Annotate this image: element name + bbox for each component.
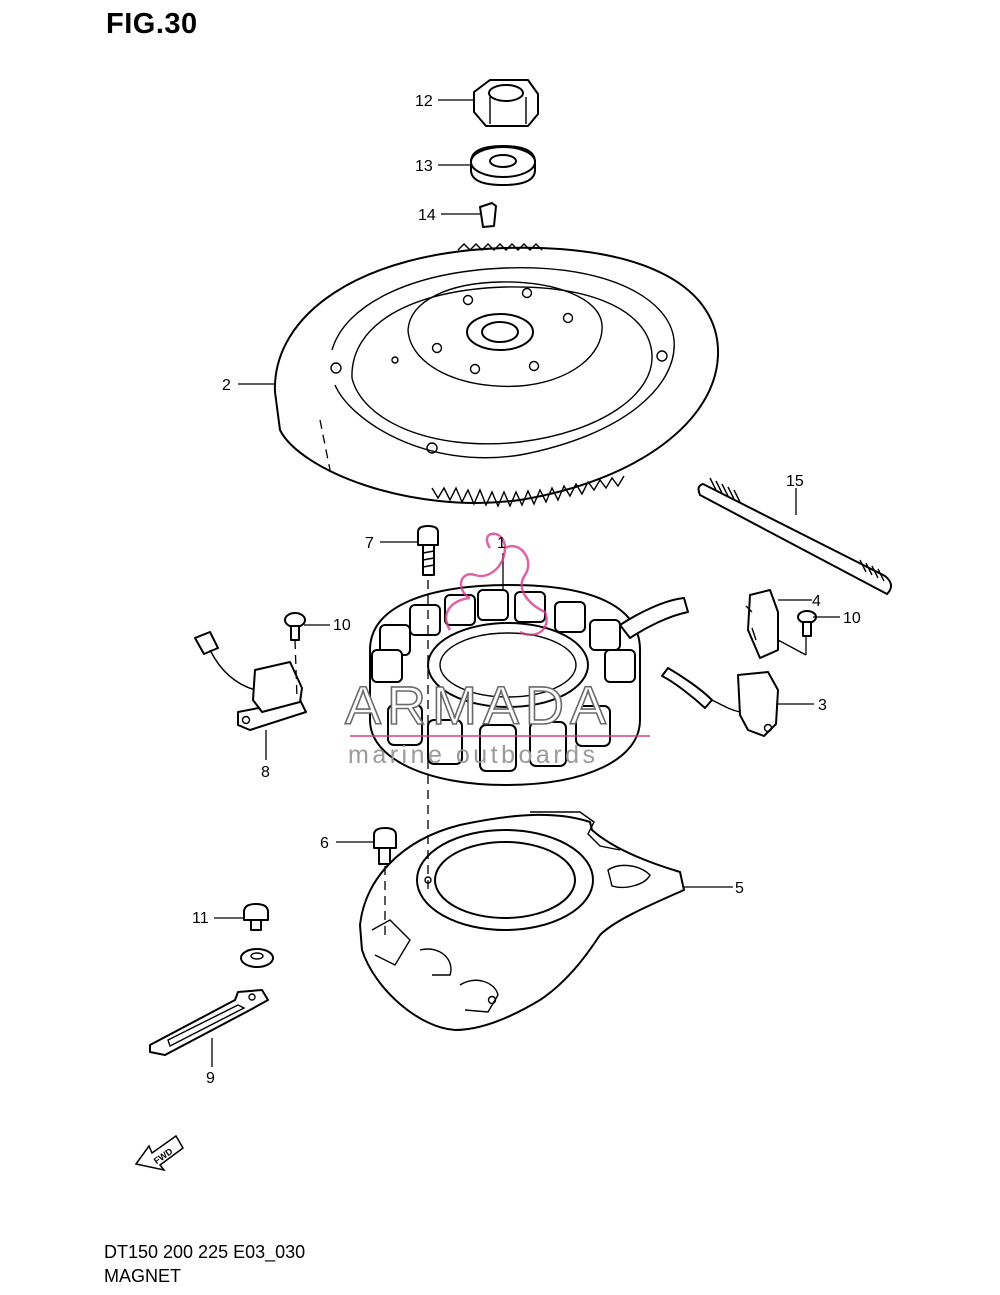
leader-lines xyxy=(211,99,840,1067)
part-washer-small xyxy=(240,948,274,968)
part-9-ground-strap xyxy=(149,989,269,1056)
label-13: 13 xyxy=(415,158,433,175)
part-3-pulser-coil xyxy=(661,667,779,737)
figure-title: FIG.30 xyxy=(106,8,198,40)
label-6: 6 xyxy=(320,835,329,852)
label-1: 1 xyxy=(497,535,506,552)
part-8-sensor xyxy=(194,631,307,731)
part-12-nut xyxy=(473,79,539,127)
label-7: 7 xyxy=(365,535,374,552)
label-8: 8 xyxy=(261,764,270,781)
part-10-screw-left xyxy=(284,612,306,641)
label-15: 15 xyxy=(786,473,804,490)
part-11-bolt xyxy=(243,903,269,931)
part-4-clamp xyxy=(745,589,779,659)
label-3: 3 xyxy=(818,697,827,714)
watermark-tagline: marine outboards xyxy=(348,741,599,769)
label-12: 12 xyxy=(415,93,433,110)
armada-watermark: ARMADA marine outboards xyxy=(344,532,650,769)
part-7-bolt xyxy=(417,525,439,576)
label-10a: 10 xyxy=(333,617,351,634)
footer-model-code: DT150 200 225 E03_030 xyxy=(104,1242,306,1262)
footer-section-name: MAGNET xyxy=(104,1266,182,1286)
callout-labels: 12 13 14 2 15 7 1 10 4 10 3 8 6 5 11 9 xyxy=(192,93,861,1087)
part-14-key xyxy=(479,202,497,228)
part-13-washer xyxy=(470,145,536,186)
label-9: 9 xyxy=(206,1070,215,1087)
part-10-screw-right xyxy=(797,610,817,637)
watermark-brand: ARMADA xyxy=(345,676,612,736)
label-11: 11 xyxy=(192,910,209,927)
part-15-stud xyxy=(697,477,892,595)
label-2: 2 xyxy=(222,377,231,394)
label-10b: 10 xyxy=(843,610,861,627)
part-5-stator-base xyxy=(359,811,685,1031)
fwd-direction-arrow: FWD xyxy=(134,1134,184,1172)
part-2-flywheel xyxy=(273,243,720,508)
label-4: 4 xyxy=(812,593,821,610)
part-6-bolt xyxy=(373,827,397,865)
label-5: 5 xyxy=(735,880,744,897)
label-14: 14 xyxy=(418,207,436,224)
